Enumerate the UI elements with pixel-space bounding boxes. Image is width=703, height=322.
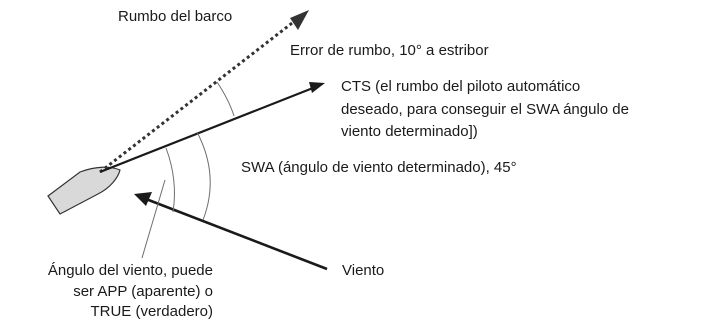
cts-label-line-2: deseado, para conseguir el SWA ángulo de (341, 101, 629, 118)
swa-arc-inner (165, 147, 175, 213)
wind-arrowhead (134, 192, 152, 206)
heading-error-label: Error de rumbo, 10° a estribor (290, 42, 489, 59)
swa-label: SWA (ángulo de viento determinado), 45° (241, 159, 517, 176)
wind-line (145, 197, 328, 271)
cts-line (99, 84, 319, 174)
heading-arrowhead (290, 10, 309, 30)
wind-angle-label-line-1: Ángulo del viento, puede (47, 262, 213, 279)
swa-arc-outer (196, 131, 211, 221)
boat-shape (47, 166, 121, 215)
cts-label-line-1: CTS (el rumbo del piloto automático (341, 78, 581, 95)
cts-label-line-3: viento determinado]) (341, 123, 478, 140)
wind-angle-label-line-2: ser APP (aparente) o (73, 283, 213, 300)
wind-label: Viento (342, 262, 385, 279)
heading-line (99, 18, 297, 174)
cts-arrowhead (309, 82, 325, 93)
wind-angle-label-line-3: TRUE (verdadero) (90, 303, 213, 320)
wind-angle-leader-line (141, 179, 166, 259)
heading-label: Rumbo del barco (118, 8, 233, 25)
heading-error-arc (216, 81, 235, 117)
